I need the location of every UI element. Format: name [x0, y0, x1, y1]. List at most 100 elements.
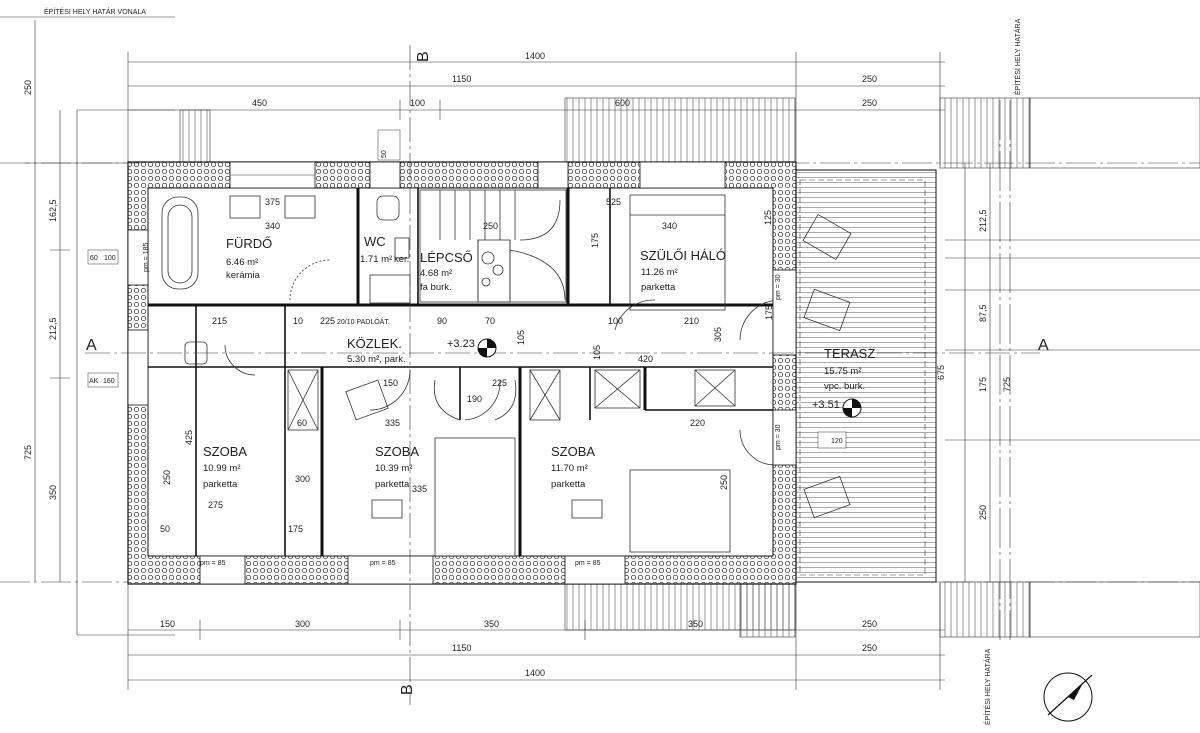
dim-m305: 305 [713, 327, 723, 342]
tag-w160: 160 [103, 378, 115, 385]
dim-right-175: 175 [978, 377, 988, 392]
dim-left-725: 725 [23, 445, 33, 460]
room-szoba-3: SZOBA 11.70 m² parketta [551, 444, 595, 490]
room-name: WC [364, 234, 386, 249]
dim-top-inner: 1150 [452, 74, 471, 84]
dim-m250: 250 [162, 470, 172, 485]
dim-padlo: 20/10 PADLÓÁT. [337, 317, 390, 326]
room-name: SZOBA [203, 444, 247, 459]
room-szuloi: SZÜLŐI HÁLÓ 11.26 m² parketta [640, 248, 726, 293]
dim-m50: 50 [160, 524, 170, 534]
section-line-a: A A [85, 337, 1049, 354]
window-openings [127, 161, 797, 585]
boundary-right-bottom-label: ÉPÍTÉSI HELY HATÁRA [983, 648, 992, 725]
dim-t340: 340 [265, 221, 280, 231]
exterior-wall [127, 161, 797, 585]
stair-landing-curve [433, 379, 517, 421]
dim-m105a: 105 [516, 330, 526, 345]
dim-m220: 220 [690, 418, 705, 428]
tag-w100: 100 [104, 255, 116, 262]
dim-m335: 335 [385, 418, 400, 428]
left-dimensions: 250 162,5 212,5 725 350 [23, 80, 58, 500]
service-shafts [287, 369, 736, 431]
interior-dimensions: 375 340 525 340 250 125 175 175 215 225 … [143, 197, 782, 567]
dim-right-725: 725 [1002, 377, 1012, 392]
dim-m10: 10 [293, 316, 303, 326]
room-finish: parketta [641, 282, 676, 293]
boundary-top-label: ÉPÍTÉSI HELY HATÁR VONALA [44, 7, 146, 16]
dim-m425: 425 [184, 430, 194, 445]
room-finish: fa burk. [420, 282, 452, 293]
desks [371, 499, 603, 519]
dim-pm85a: pm = 85 [200, 560, 226, 567]
room-finish: parketta [551, 479, 586, 490]
dim-top-600: 600 [615, 98, 630, 108]
dim-m175: 175 [288, 524, 303, 534]
dim-pm85c: pm = 85 [575, 560, 601, 567]
dim-m300: 300 [295, 474, 310, 484]
dim-m335b: 335 [412, 484, 427, 494]
room-name: SZÜLŐI HÁLÓ [640, 248, 726, 263]
dim-m250b: 250 [719, 475, 729, 490]
dim-m70: 70 [485, 316, 495, 326]
staircase [419, 189, 567, 303]
room-terasz: TERASZ 15.75 m² vpc. burk. [824, 346, 875, 392]
door-swings [224, 259, 781, 466]
tag-w120: 120 [831, 438, 843, 445]
dim-right-87: 87,5 [978, 304, 988, 322]
dim-top-250b: 250 [862, 98, 877, 108]
dim-pm185: pm = 185 [143, 243, 150, 272]
outer-steps-bottom [939, 581, 1200, 638]
dim-t250: 250 [483, 221, 498, 231]
room-area: 4.68 m² [420, 268, 452, 279]
dim-t375: 375 [265, 197, 280, 207]
terrace-deck [795, 169, 937, 583]
dim-m225: 225 [320, 316, 335, 326]
level-kozlek: +3.23 [447, 338, 475, 350]
north-arrow-icon [1043, 672, 1093, 722]
dim-right-675: 675 [936, 365, 946, 380]
dim-left-350: 350 [48, 485, 58, 500]
section-a-left: A [86, 337, 97, 354]
dim-bot-250: 250 [862, 619, 877, 629]
room-finish: parketta [203, 479, 238, 490]
dim-left-250: 250 [23, 80, 33, 95]
dim-bot-right: 250 [862, 643, 877, 653]
dimension-lines [25, 20, 1200, 690]
tag-w60: 60 [90, 255, 98, 262]
dim-bot-150: 150 [160, 619, 175, 629]
top-dimensions: 1400 1150 250 450 100 600 250 [252, 51, 877, 108]
bed-szuloi [629, 194, 726, 311]
section-a-right: A [1038, 337, 1049, 354]
dim-t175b: 175 [764, 305, 774, 320]
outer-steps-top [939, 97, 1200, 169]
room-finish: parketta [375, 479, 410, 490]
room-area: 1.71 m² [360, 254, 392, 265]
dim-top-450: 450 [252, 98, 267, 108]
dim-m100: 100 [608, 316, 623, 326]
eave-bottom [564, 581, 796, 638]
dim-right-212: 212,5 [978, 209, 988, 232]
section-line-b: B B [399, 45, 432, 705]
dim-m225b: 225 [492, 378, 507, 388]
room-name: SZOBA [551, 444, 595, 459]
room-name: LÉPCSŐ [420, 250, 473, 265]
interior-walls [148, 188, 773, 556]
room-kozlek: KÖZLEK. 5.30 m², park. [347, 336, 406, 365]
room-lepcso: LÉPCSŐ 4.68 m² fa burk. [420, 250, 473, 293]
room-area: 15.75 m² [824, 366, 862, 377]
room-name: TERASZ [824, 346, 875, 361]
dim-m60: 60 [297, 418, 307, 428]
level-marker-kozlek: +3.23 [447, 338, 497, 358]
room-finish: kerámia [226, 270, 261, 281]
boundary-right-top-label: ÉPÍTÉSI HELY HATÁRA [1013, 18, 1022, 95]
dim-t175a: 175 [590, 233, 600, 248]
dim-t525: 525 [606, 197, 621, 207]
room-name: SZOBA [375, 444, 419, 459]
room-area: 11.26 m² [641, 267, 678, 278]
dim-pm85b: pm = 85 [370, 560, 396, 567]
dim-t340b: 340 [662, 221, 677, 231]
room-finish: ker. [394, 254, 409, 265]
room-area: 6.46 m² [226, 257, 258, 268]
